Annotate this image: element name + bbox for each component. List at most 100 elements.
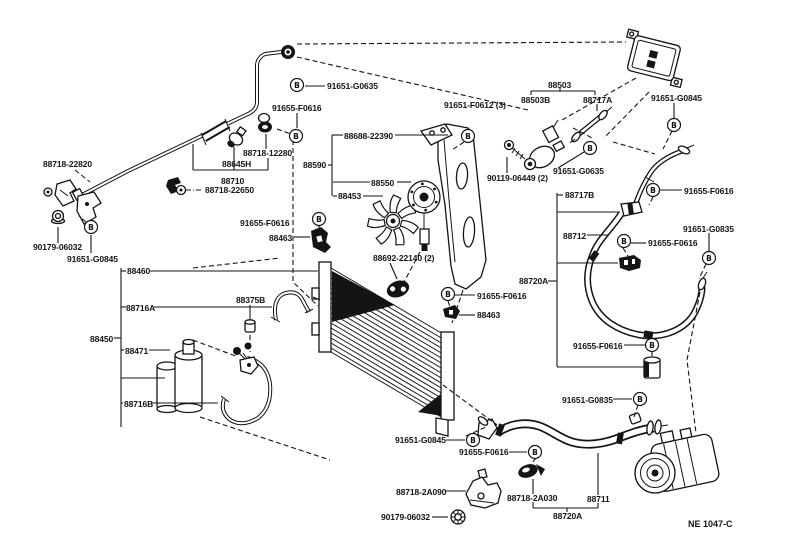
assembly-dash-line: [612, 141, 656, 155]
assembly-dash-line: [447, 300, 451, 308]
leader-line: [557, 151, 585, 169]
condenser-fin-line: [330, 317, 444, 385]
part-number-label: 91655-F0616: [240, 218, 290, 228]
part-number-label: 91651-G0845: [651, 93, 702, 103]
part-number-label: 91655-F0616: [477, 291, 527, 301]
bolt-marker-letter: B: [649, 341, 655, 350]
bolt-marker-letter: B: [650, 186, 656, 195]
cooling-fan: [366, 194, 419, 246]
part-number-label: 91655-F0616: [459, 447, 509, 457]
liquid-pipe: [71, 50, 282, 202]
part-number-label: 91651-G0635: [327, 81, 378, 91]
part-number-label: 88450: [90, 334, 114, 344]
condenser-fin-line: [330, 327, 444, 395]
pipe-88717a: [569, 106, 613, 144]
part-number-label: 88720A: [553, 511, 582, 521]
assembly-dash-line: [192, 257, 281, 269]
part-number-label: 88718-2A030: [507, 493, 558, 503]
fan-blade-path: [366, 194, 419, 246]
drier-fitting-cluster: [233, 342, 259, 375]
elbow-fitting-88712: [619, 255, 641, 271]
relay-box: [626, 28, 683, 89]
assembly-dash-line: [276, 128, 292, 135]
part-number-label: 91655-F0616: [684, 186, 734, 196]
condenser-fin-line: [330, 312, 444, 380]
part-number-label: 88645H: [222, 159, 251, 169]
part-number-label: 88717A: [583, 95, 612, 105]
part-number-label: 88716B: [124, 399, 153, 409]
condenser-fin-line: [330, 342, 444, 410]
bolt-marker-letter: B: [706, 254, 712, 263]
part-number-label: 88463: [477, 310, 501, 320]
fan-blade: [366, 194, 419, 246]
part-number-label: 88692-22140 (2): [373, 253, 435, 263]
assembly-dash-line: [78, 215, 87, 223]
part-number-label: 88720A: [519, 276, 548, 286]
assembly-dash-line: [451, 289, 464, 324]
condenser-fin-line: [330, 322, 444, 390]
part-number-label: 88710: [221, 176, 245, 186]
grommet-tick: [452, 511, 456, 515]
bolt-marker-icon: [645, 182, 661, 198]
assembly-dash-line: [698, 263, 707, 280]
part-number-label: 91651-F0612 (3): [444, 100, 506, 110]
condenser-fin-line: [330, 307, 444, 375]
part-number-label: 91651-G0835: [562, 395, 613, 405]
assembly-dash-line: [192, 339, 239, 358]
bolt-marker-icon: [582, 140, 598, 156]
assembly-dash-line: [296, 41, 627, 45]
bolt-marker-letter: B: [587, 144, 593, 153]
part-number-label: 90119-06449 (2): [487, 173, 548, 183]
part-number-label: 88718-2A090: [396, 487, 447, 497]
assembly-dash-line: [199, 416, 331, 461]
bolt-marker-letter: B: [621, 237, 627, 246]
bolt-marker-icon: [288, 128, 304, 144]
grommet-tick: [460, 511, 464, 515]
bolt-marker-letter: B: [445, 290, 451, 299]
canister-fitting: [643, 356, 661, 379]
figure-code: NE 1047-C: [688, 519, 733, 529]
fan-motor-bolt-dots: [410, 182, 438, 212]
fan-shroud-stay: [419, 123, 487, 290]
part-number-label: 88503B: [521, 95, 550, 105]
assembly-dash-line: [561, 77, 637, 121]
compressor: [634, 427, 720, 494]
bolt-marker-letter: B: [294, 81, 300, 90]
bolt-marker-icon: [666, 117, 682, 133]
assembly-dash-line: [633, 404, 639, 418]
bolt-marker-letter: B: [532, 448, 538, 457]
part-number-label: 88712: [563, 231, 587, 241]
assembly-dash-line: [648, 196, 654, 206]
firewall-grommet: [281, 45, 295, 59]
part-number-label: 88460: [127, 266, 151, 276]
tube-88717b: [620, 144, 695, 217]
pipe-clamp-12280: [257, 112, 272, 133]
part-number-label: 88718-22650: [205, 185, 254, 195]
clamp-88463-right: [443, 305, 460, 319]
assembly-dash-line: [74, 169, 91, 183]
assembly-dash-line: [662, 130, 673, 150]
part-number-label: 88550: [371, 178, 395, 188]
condenser-fin-line: [330, 332, 444, 400]
fitting-88645h: [227, 125, 247, 148]
part-number-label: 88716A: [126, 303, 155, 313]
bolt-marker-letter: B: [293, 132, 299, 141]
motor-bolt-dot: [434, 200, 438, 204]
bolt-marker-icon: [440, 286, 456, 302]
bolt-marker-icon: [632, 391, 648, 407]
part-number-label: 91655-F0616: [648, 238, 698, 248]
nut-90179: [50, 209, 66, 225]
condenser-fin-line: [330, 337, 444, 405]
part-number-label: 88471: [125, 346, 149, 356]
clamp-2a030: [518, 464, 545, 478]
grommet-tick: [460, 519, 464, 523]
part-number-label: 88453: [338, 191, 362, 201]
cap-88375b: [244, 319, 256, 333]
bolt-marker-letter: B: [671, 121, 677, 130]
bolt-marker-icon: [527, 444, 543, 460]
part-number-label: 88718-12280: [243, 148, 292, 158]
condenser-fin-line: [330, 347, 444, 415]
assembly-dash-line: [442, 384, 498, 426]
